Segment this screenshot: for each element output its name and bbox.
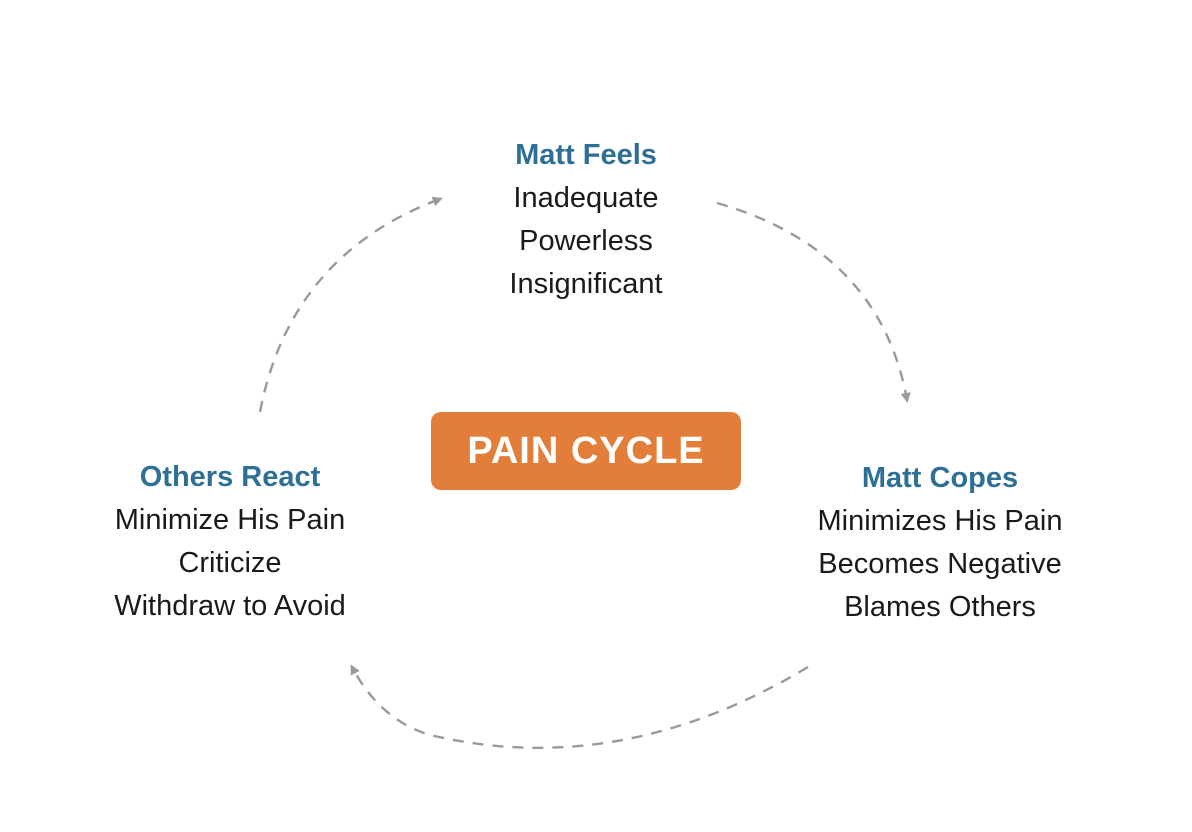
node-item: Criticize <box>178 547 282 579</box>
arrow-left-to-top <box>258 196 443 413</box>
center-label-badge: PAIN CYCLE <box>431 412 741 490</box>
node-heading: Matt Feels <box>515 139 657 171</box>
node-matt-copes: Matt Copes Minimizes His Pain Becomes Ne… <box>780 457 1100 629</box>
node-heading: Others React <box>139 461 321 493</box>
node-others-react: Others React Minimize His Pain Criticize… <box>70 456 390 628</box>
node-item: Inadequate <box>513 182 659 214</box>
node-matt-feels: Matt Feels Inadequate Powerless Insignif… <box>436 134 736 306</box>
node-item: Powerless <box>519 225 653 257</box>
node-item: Withdraw to Avoid <box>114 590 346 622</box>
node-item: Minimize His Pain <box>114 504 346 536</box>
node-item: Becomes Negative <box>818 548 1062 580</box>
node-heading: Matt Copes <box>861 462 1019 494</box>
node-item: Blames Others <box>844 591 1036 623</box>
node-item: Insignificant <box>509 268 663 300</box>
arrow-top-to-right <box>716 201 911 403</box>
arrow-right-to-left <box>350 664 809 750</box>
node-item: Minimizes His Pain <box>817 505 1063 537</box>
